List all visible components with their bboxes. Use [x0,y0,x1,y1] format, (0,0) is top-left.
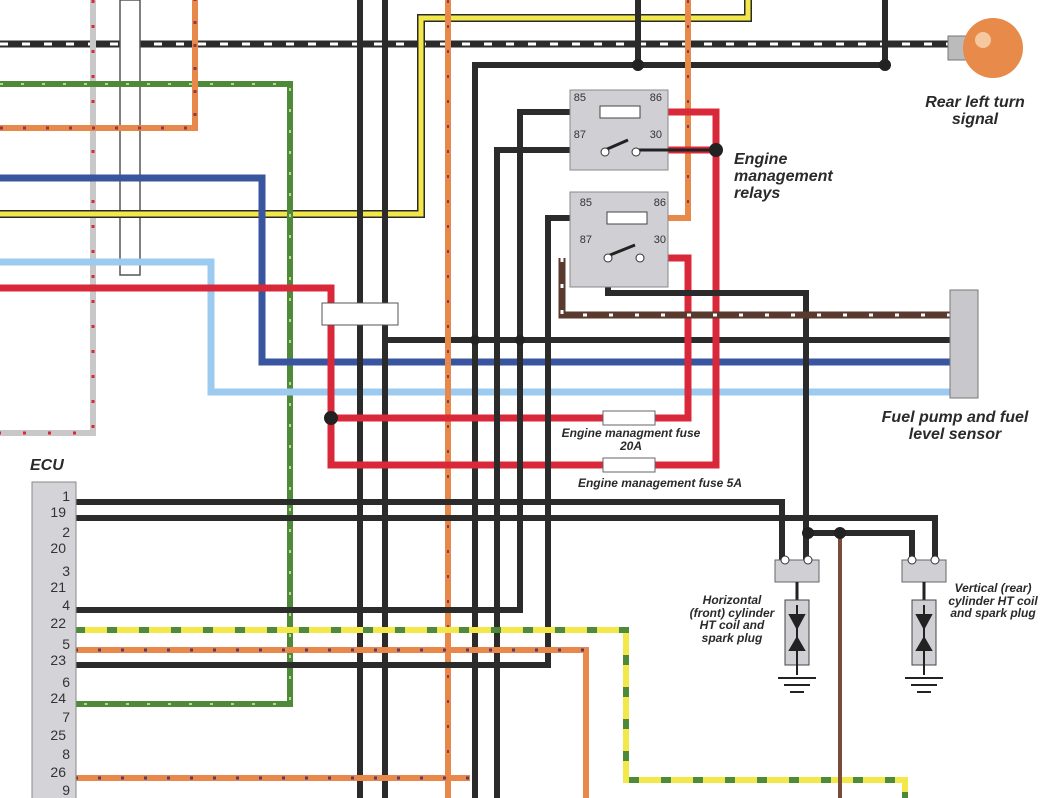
ecu-pin-6: 6 [62,674,70,690]
wire-blue [0,174,950,366]
relay-1 [569,89,716,171]
relay1-terminal-85: 85 [573,92,586,104]
wire-stripe [75,648,586,780]
ecu-pin-9: 9 [62,782,70,798]
relay2-terminal-86: 86 [653,197,666,209]
relay2-terminal-85: 85 [579,197,592,209]
fuel-pump-connector [949,289,979,399]
ecu-pin-25: 25 [50,727,66,743]
fuse-20a-label: Engine managment fuse 20A [561,426,701,453]
fuel-pump-label: Fuel pump and fuel level sensor [881,409,1029,443]
fuse-5a [602,457,656,473]
wire-black [472,0,888,798]
fuse-20a [602,410,656,426]
bulb-icon [947,18,1023,78]
rear-turn-signal-label: Rear left turn signal [925,94,1025,128]
fuse-5a-label: Engine management fuse 5A [577,476,743,490]
junction-dots [324,59,891,539]
relay2-terminal-87: 87 [579,234,592,246]
ecu-block [31,481,77,798]
ecu-pin-21: 21 [50,579,66,595]
connector-bar [119,0,141,276]
ecu-pin-23: 23 [50,652,66,668]
ecu-pin-22: 22 [50,615,66,631]
vertical-coil-label: Vertical (rear) cylinder HT coil and spa… [948,581,1038,621]
wire-stripe [75,627,908,798]
ecu-label: ECU [30,457,64,474]
relay1-terminal-86: 86 [649,92,662,104]
ecu-pin-7: 7 [62,709,70,725]
ecu-pin-4: 4 [62,597,70,613]
relays-label: Engine management relays [734,151,833,202]
horizontal-coil-label: Horizontal (front) cylinder HT coil and … [689,593,775,645]
relay-2 [569,191,669,288]
wire-orange [0,0,198,131]
ecu-pin-1: 1 [62,488,70,504]
wire-stripe [560,258,950,317]
ecu-pin-19: 19 [50,504,66,520]
wire-black [605,258,809,560]
relay1-terminal-87: 87 [573,129,586,141]
ecu-pin-20: 20 [50,540,66,556]
ecu-pin-2: 2 [62,524,70,540]
ecu-pin-8: 8 [62,746,70,762]
ecu-pin-3: 3 [62,563,70,579]
ecu-pin-26: 26 [50,764,66,780]
wire-grey-red [0,0,96,436]
ecu-pin-24: 24 [50,690,66,706]
wire-orange [660,0,691,221]
wire-yellow-green [75,627,908,798]
wire-stripe [0,0,197,130]
wire-yellow-core [0,0,751,217]
coil-horizontal [774,555,820,693]
wire-orange [75,647,589,798]
inline-connector [321,302,399,326]
relay2-terminal-30: 30 [653,234,666,246]
wire-light-blue [0,258,950,396]
coil-vertical [901,555,947,693]
ecu-pin-5: 5 [62,636,70,652]
relay1-terminal-30: 30 [649,129,662,141]
